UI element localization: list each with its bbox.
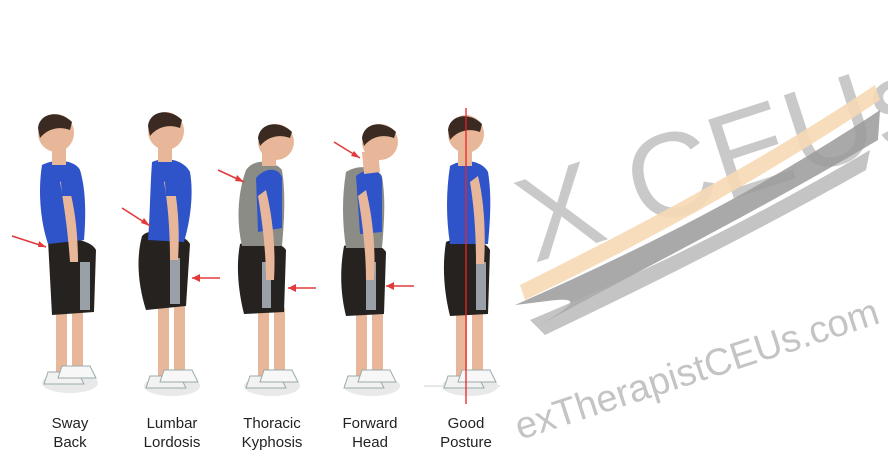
caption-forward-head: Forward Head [320,414,420,452]
caption-lumbar-lordosis: Lumbar Lordosis [122,414,222,452]
figure-good-posture [424,108,500,404]
figure-thoracic-kyphosis [218,124,316,396]
caption-thoracic-kyphosis: Thoracic Kyphosis [222,414,322,452]
caption-sway-back: Sway Back [20,414,120,452]
figure-forward-head [334,124,414,396]
caption-good-posture: Good Posture [416,414,516,452]
figure-lumbar-lordosis [122,112,220,396]
figure-sway-back [12,114,98,393]
